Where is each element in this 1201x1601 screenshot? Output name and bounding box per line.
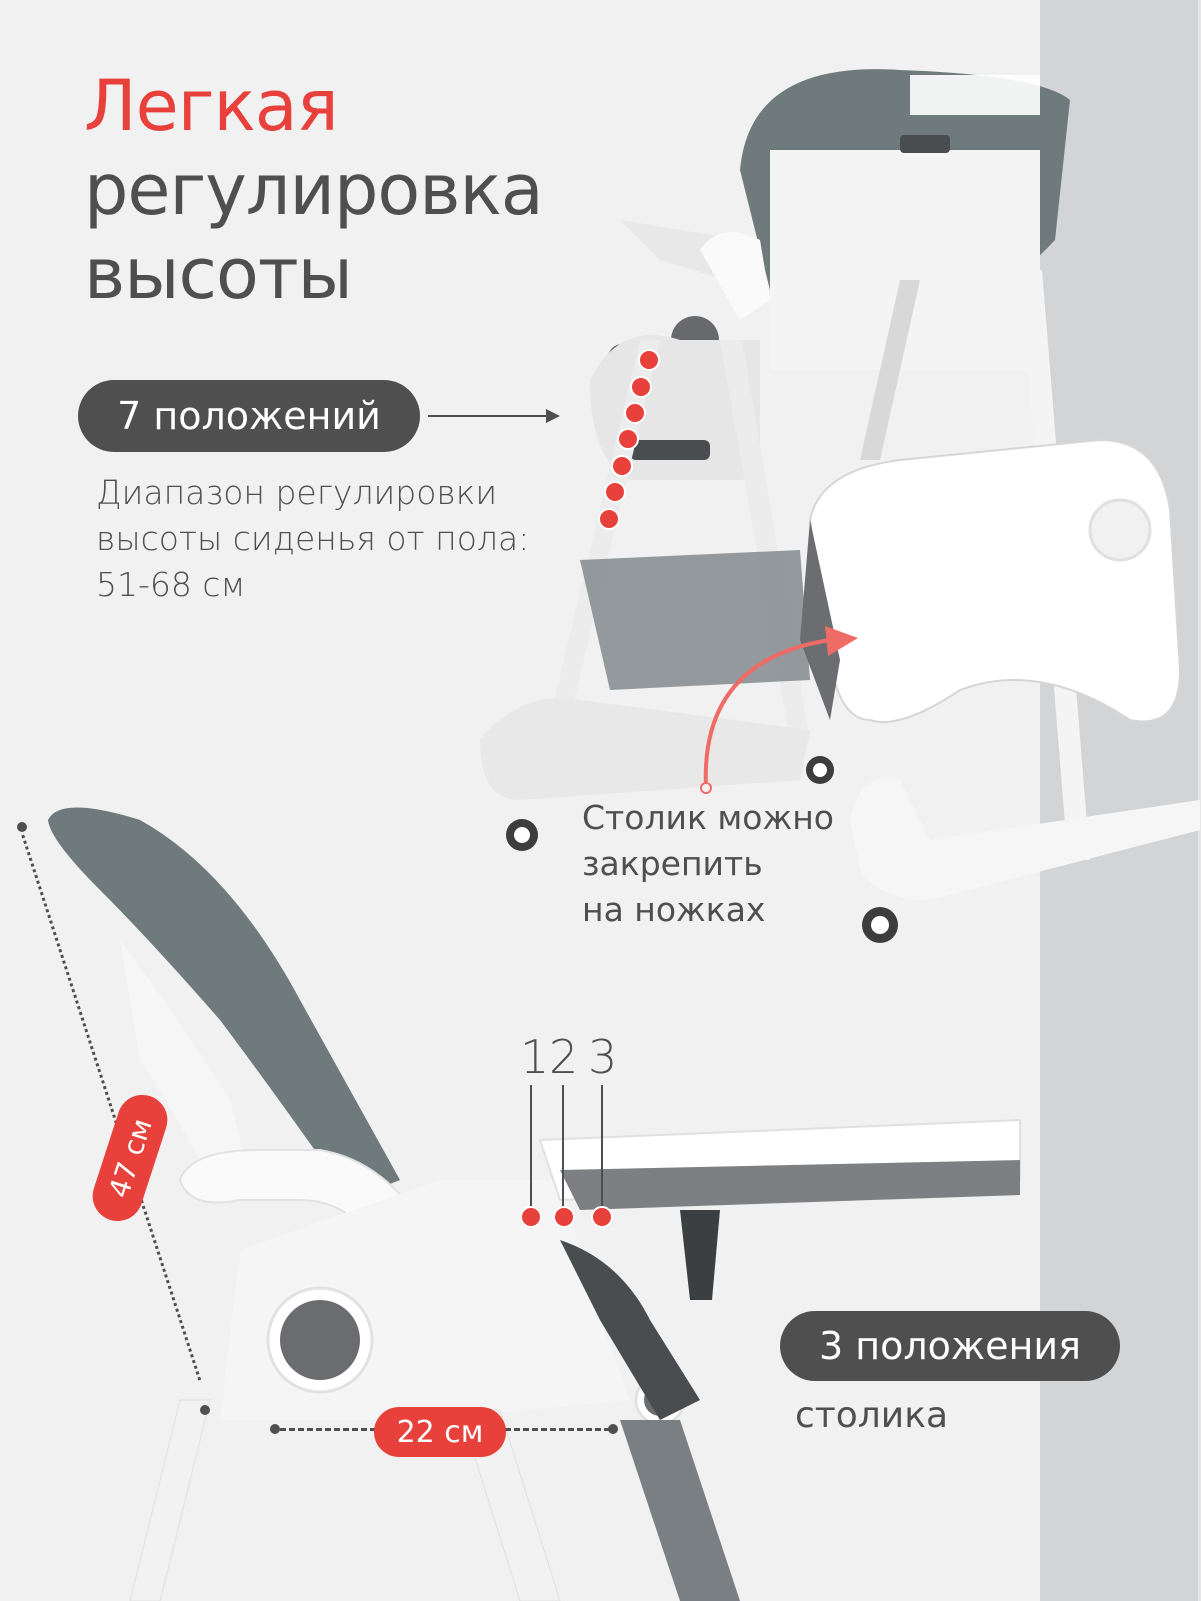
high-chair-photo-bottom	[0, 800, 1040, 1601]
tray-positions-caption: столика	[795, 1395, 948, 1436]
tray-mount-note: Столик можно закрепить на ножках	[582, 795, 834, 933]
note-line: закрепить	[582, 844, 763, 883]
height-positions-badge: 7 положений	[78, 380, 420, 452]
tray-position-dot	[591, 1206, 613, 1228]
tray-position-dot	[553, 1206, 575, 1228]
note-line: Столик можно	[582, 798, 834, 837]
position-dot	[617, 428, 639, 450]
position-dot	[611, 455, 633, 477]
tray-position-number: 2	[549, 1030, 579, 1084]
tray-position-number: 1	[520, 1030, 550, 1084]
page-heading: Легкая регулировка высоты	[84, 64, 544, 316]
note-line: на ножках	[582, 890, 766, 929]
high-chair-side-illustration	[48, 807, 1021, 1601]
dimension-endpoint	[200, 1405, 210, 1415]
position-dot	[604, 481, 626, 503]
tray-position-line	[601, 1085, 603, 1209]
height-range-description: Диапазон регулировки высоты сиденья от п…	[96, 470, 529, 608]
description-line: высоты сиденья от пола:	[96, 519, 530, 558]
tray-position-dot	[520, 1206, 542, 1228]
arrow-right-icon	[428, 409, 560, 423]
dimension-endpoint	[608, 1424, 618, 1434]
dimension-endpoint	[270, 1424, 280, 1434]
dimension-endpoint	[17, 822, 27, 832]
high-chair-photo-top	[480, 40, 1201, 990]
heading-line: регулировка	[84, 149, 544, 231]
curved-arrow-icon	[700, 626, 858, 794]
tray-position-line	[562, 1085, 564, 1209]
description-line: Диапазон регулировки	[96, 473, 498, 512]
seat-depth-badge: 22 см	[374, 1407, 506, 1457]
position-dot	[624, 402, 646, 424]
position-dot	[638, 349, 660, 371]
position-dot	[630, 376, 652, 398]
high-chair-illustration	[480, 69, 1200, 943]
heading-line: высоты	[84, 233, 353, 315]
tray-positions-badge: 3 положения	[780, 1311, 1120, 1381]
position-dot	[598, 508, 620, 530]
tray-position-line	[530, 1085, 532, 1209]
tray-position-number: 3	[588, 1030, 618, 1084]
heading-accent: Легкая	[84, 65, 339, 147]
description-line: 51-68 см	[96, 565, 246, 604]
